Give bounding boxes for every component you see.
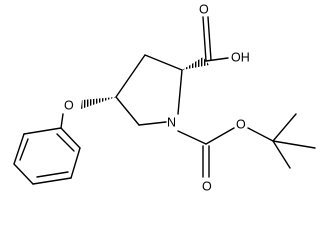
bond-c3-c4 [115,54,146,98]
atom-label-ring-n: N [167,115,176,129]
bond-tbu-methyl-top [272,113,297,142]
atom-label-carbamate-carbonyl-o: O [202,179,212,193]
bond-c4-c5 [115,96,140,126]
benzene-bond-6 [23,127,62,135]
benzene-bond-1 [60,127,81,149]
boc-group: O O [177,113,316,193]
bond-n1-c2 [177,69,183,115]
hashed-wedge-c2-cooh [182,57,209,70]
bond-cooh-c-oh [205,57,229,62]
bond-c2-c3 [144,54,183,71]
bond-carbamate-c-o-ester [205,127,235,145]
pyrrolidine-ring [115,54,183,126]
benzene-inner-bond-b [36,171,69,178]
carboxylic-acid-group: O OH [182,2,250,70]
bond-o-tbu-c [247,127,274,142]
benzene-bond-5 [13,133,25,165]
benzene-inner-bond-a [56,133,75,152]
benzene-ring [13,127,81,185]
atom-label-carbamate-ester-o: O [236,117,246,131]
bond-tbu-methyl-bottom [272,140,291,169]
hashed-wedge-c4-o [81,97,116,109]
bond-c5-n1 [138,121,167,126]
atom-label-carboxyl-oh: OH [231,50,250,64]
bond-n-carbamate-c [177,130,207,145]
phenoxy-group: O [13,97,116,185]
benzene-bond-2 [70,147,81,179]
benzene-bond-4 [13,163,34,185]
bond-cooh-c-o-double-a [202,16,207,62]
benzene-inner-bond-c [19,138,29,161]
benzene-bond-3 [32,177,72,185]
chemical-structure-diagram: O OH O N O O [13,2,316,193]
bond-o-phenyl [60,113,64,129]
atom-label-ether-o: O [64,98,74,112]
atom-label-carboxyl-carbonyl-o: O [199,2,209,16]
bond-tbu-methyl-right [272,140,316,149]
bond-cooh-c-o-double-b [207,16,212,61]
